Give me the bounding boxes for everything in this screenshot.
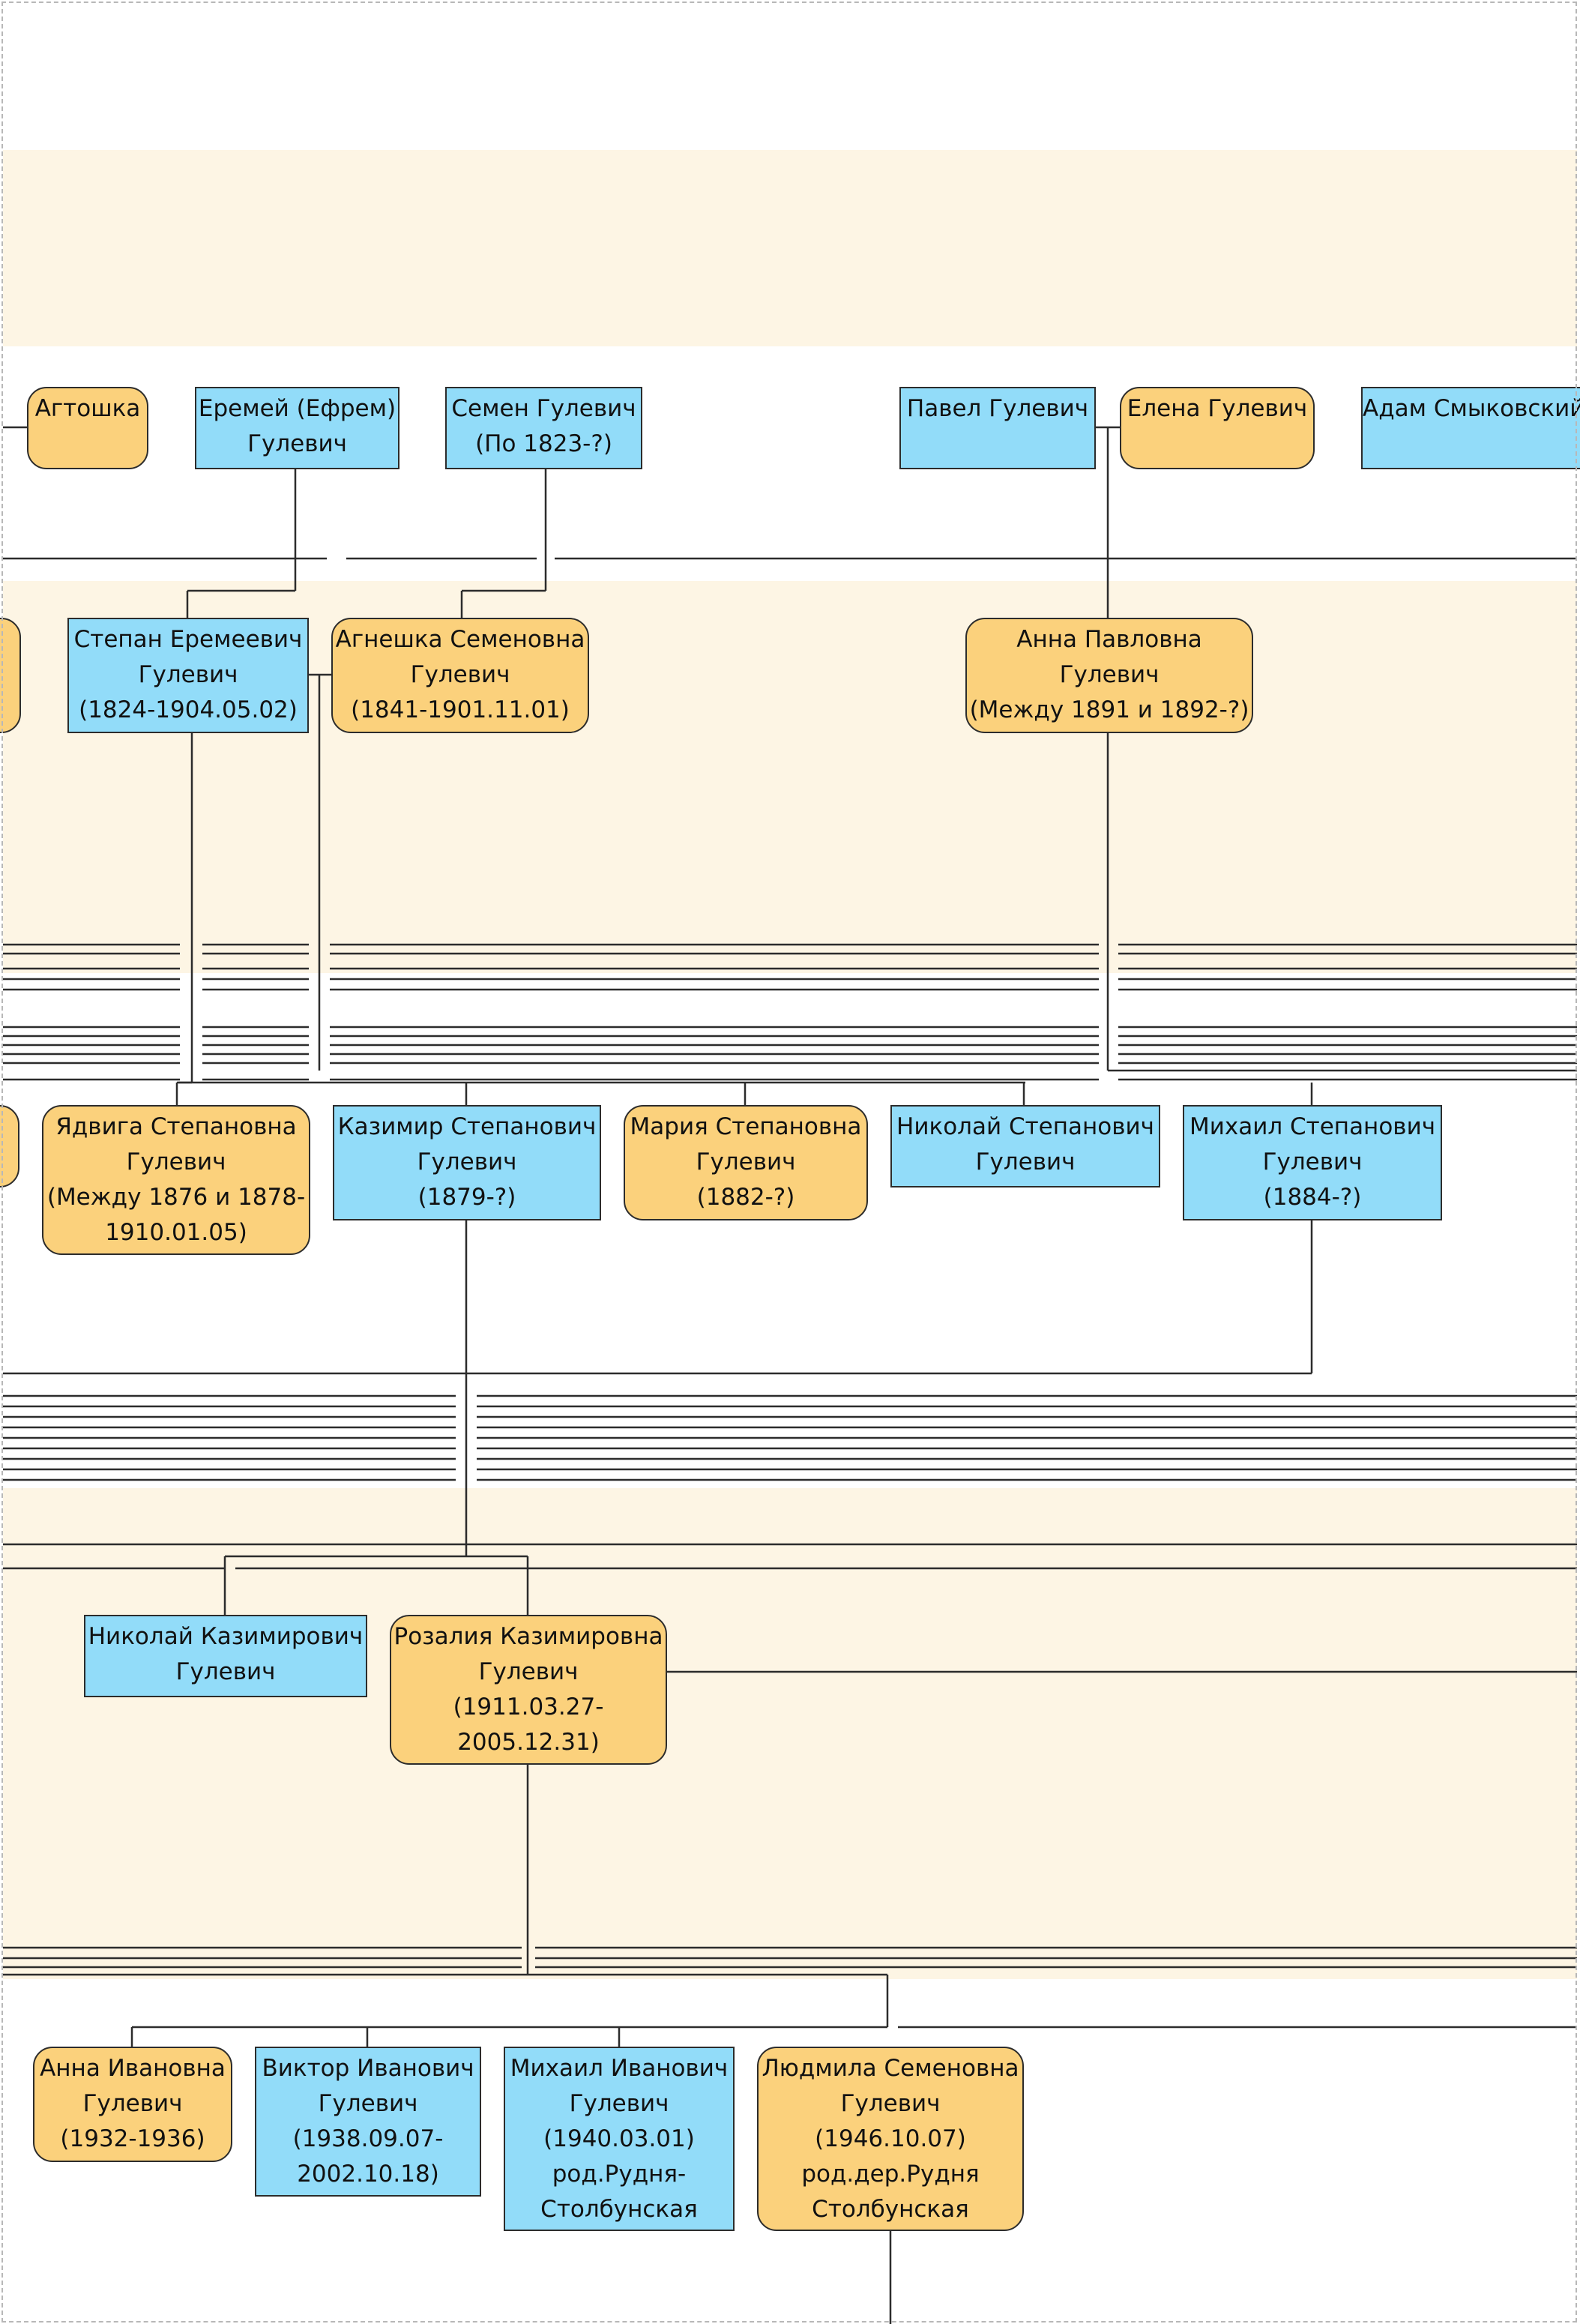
generation-band xyxy=(3,1488,1577,1979)
person-text-line: Гулевич xyxy=(318,2090,418,2117)
person-text-line: Гулевич xyxy=(478,1658,579,1685)
person-text-line: 2005.12.31) xyxy=(457,1729,600,1756)
person-text-line: (Между 1891 и 1892-?) xyxy=(969,696,1249,723)
person-text-line: (По 1823-?) xyxy=(475,430,612,457)
person-text-line: Гулевич xyxy=(417,1149,517,1175)
person-card-agtoshka[interactable]: Агтошка xyxy=(27,387,148,469)
person-text-line: (Между 1876 и 1878- xyxy=(46,1184,306,1211)
person-text-line: род.Рудня- xyxy=(552,2161,687,2188)
person-text-line: (1940.03.01) xyxy=(543,2125,695,2152)
person-text-line: Елена Гулевич xyxy=(1127,395,1308,422)
person-card-semen[interactable]: Семен Гулевич (По 1823-?) xyxy=(445,387,642,469)
person-text-line: Павел Гулевич xyxy=(906,395,1089,422)
person-text-line: 2002.10.18) xyxy=(297,2161,439,2188)
person-text-line: Агтошка xyxy=(34,395,141,422)
person-text-line: (1938.09.07- xyxy=(292,2125,444,2152)
person-text-line: Гулевич xyxy=(840,2090,941,2117)
person-text-line: Гулевич xyxy=(975,1149,1076,1175)
person-text-line: Семен Гулевич xyxy=(451,395,636,422)
person-text-line: Гулевич xyxy=(138,661,238,688)
person-text-line: Адам Смыковский xyxy=(1363,395,1580,422)
person-text-line: Мария Степановна xyxy=(630,1113,862,1140)
person-text-line: Николай Степанович xyxy=(896,1113,1154,1140)
person-card-stub[interactable] xyxy=(0,618,21,733)
person-text-line: Анна Павловна xyxy=(1016,626,1202,653)
person-text-line: Еремей (Ефрем) xyxy=(198,395,396,422)
person-card-elena[interactable]: Елена Гулевич xyxy=(1120,387,1315,469)
person-text-line: (1882-?) xyxy=(696,1184,795,1211)
person-text-line: Михаил Иванович xyxy=(510,2055,729,2082)
person-text-line: Розалия Казимировна xyxy=(394,1623,663,1650)
person-card-stub[interactable] xyxy=(0,1105,19,1187)
person-text-line: (1946.10.07) xyxy=(815,2125,966,2152)
generation-band xyxy=(3,150,1577,346)
person-text-line: Гулевич xyxy=(696,1149,796,1175)
person-text-line: (1841-1901.11.01) xyxy=(351,696,570,723)
person-text-line: (1911.03.27- xyxy=(453,1694,604,1721)
person-text-line: Виктор Иванович xyxy=(262,2055,474,2082)
person-card-pavel[interactable]: Павел Гулевич xyxy=(899,387,1096,469)
person-text-line: Столбунская xyxy=(812,2196,969,2223)
person-text-line: Гулевич xyxy=(126,1149,226,1175)
person-text-line: Степан Еремеевич xyxy=(73,626,303,653)
person-text-line: Гулевич xyxy=(1262,1149,1363,1175)
person-text-line: Гулевич xyxy=(569,2090,669,2117)
person-text-line: Анна Ивановна xyxy=(40,2055,226,2082)
person-text-line: Казимир Степанович xyxy=(337,1113,597,1140)
person-card-eremey[interactable]: Еремей (Ефрем) Гулевич xyxy=(195,387,399,469)
person-card-adam[interactable]: Адам Смыковский xyxy=(1361,387,1580,469)
person-text-line: Гулевич xyxy=(82,2090,183,2117)
person-text-line: Николай Казимирович xyxy=(88,1623,364,1650)
person-text-line: (1879-?) xyxy=(417,1184,516,1211)
person-text-line: Столбунская xyxy=(540,2196,698,2223)
person-text-line: Ядвига Степановна xyxy=(55,1113,297,1140)
person-text-line: Гулевич xyxy=(410,661,510,688)
person-text-line: Людмила Семеновна xyxy=(762,2055,1019,2082)
person-text-line: Агнешка Семеновна xyxy=(335,626,585,653)
person-text-line: Гулевич xyxy=(1059,661,1160,688)
person-text-line: Гулевич xyxy=(247,430,347,457)
person-text-line: 1910.01.05) xyxy=(105,1219,247,1246)
person-text-line: (1884-?) xyxy=(1263,1184,1362,1211)
person-text-line: Гулевич xyxy=(175,1658,276,1685)
person-text-line: Михаил Степанович xyxy=(1189,1113,1436,1140)
person-text-line: (1824-1904.05.02) xyxy=(79,696,298,723)
person-text-line: род.дер.Рудня xyxy=(801,2161,980,2188)
person-text-line: (1932-1936) xyxy=(60,2125,205,2152)
